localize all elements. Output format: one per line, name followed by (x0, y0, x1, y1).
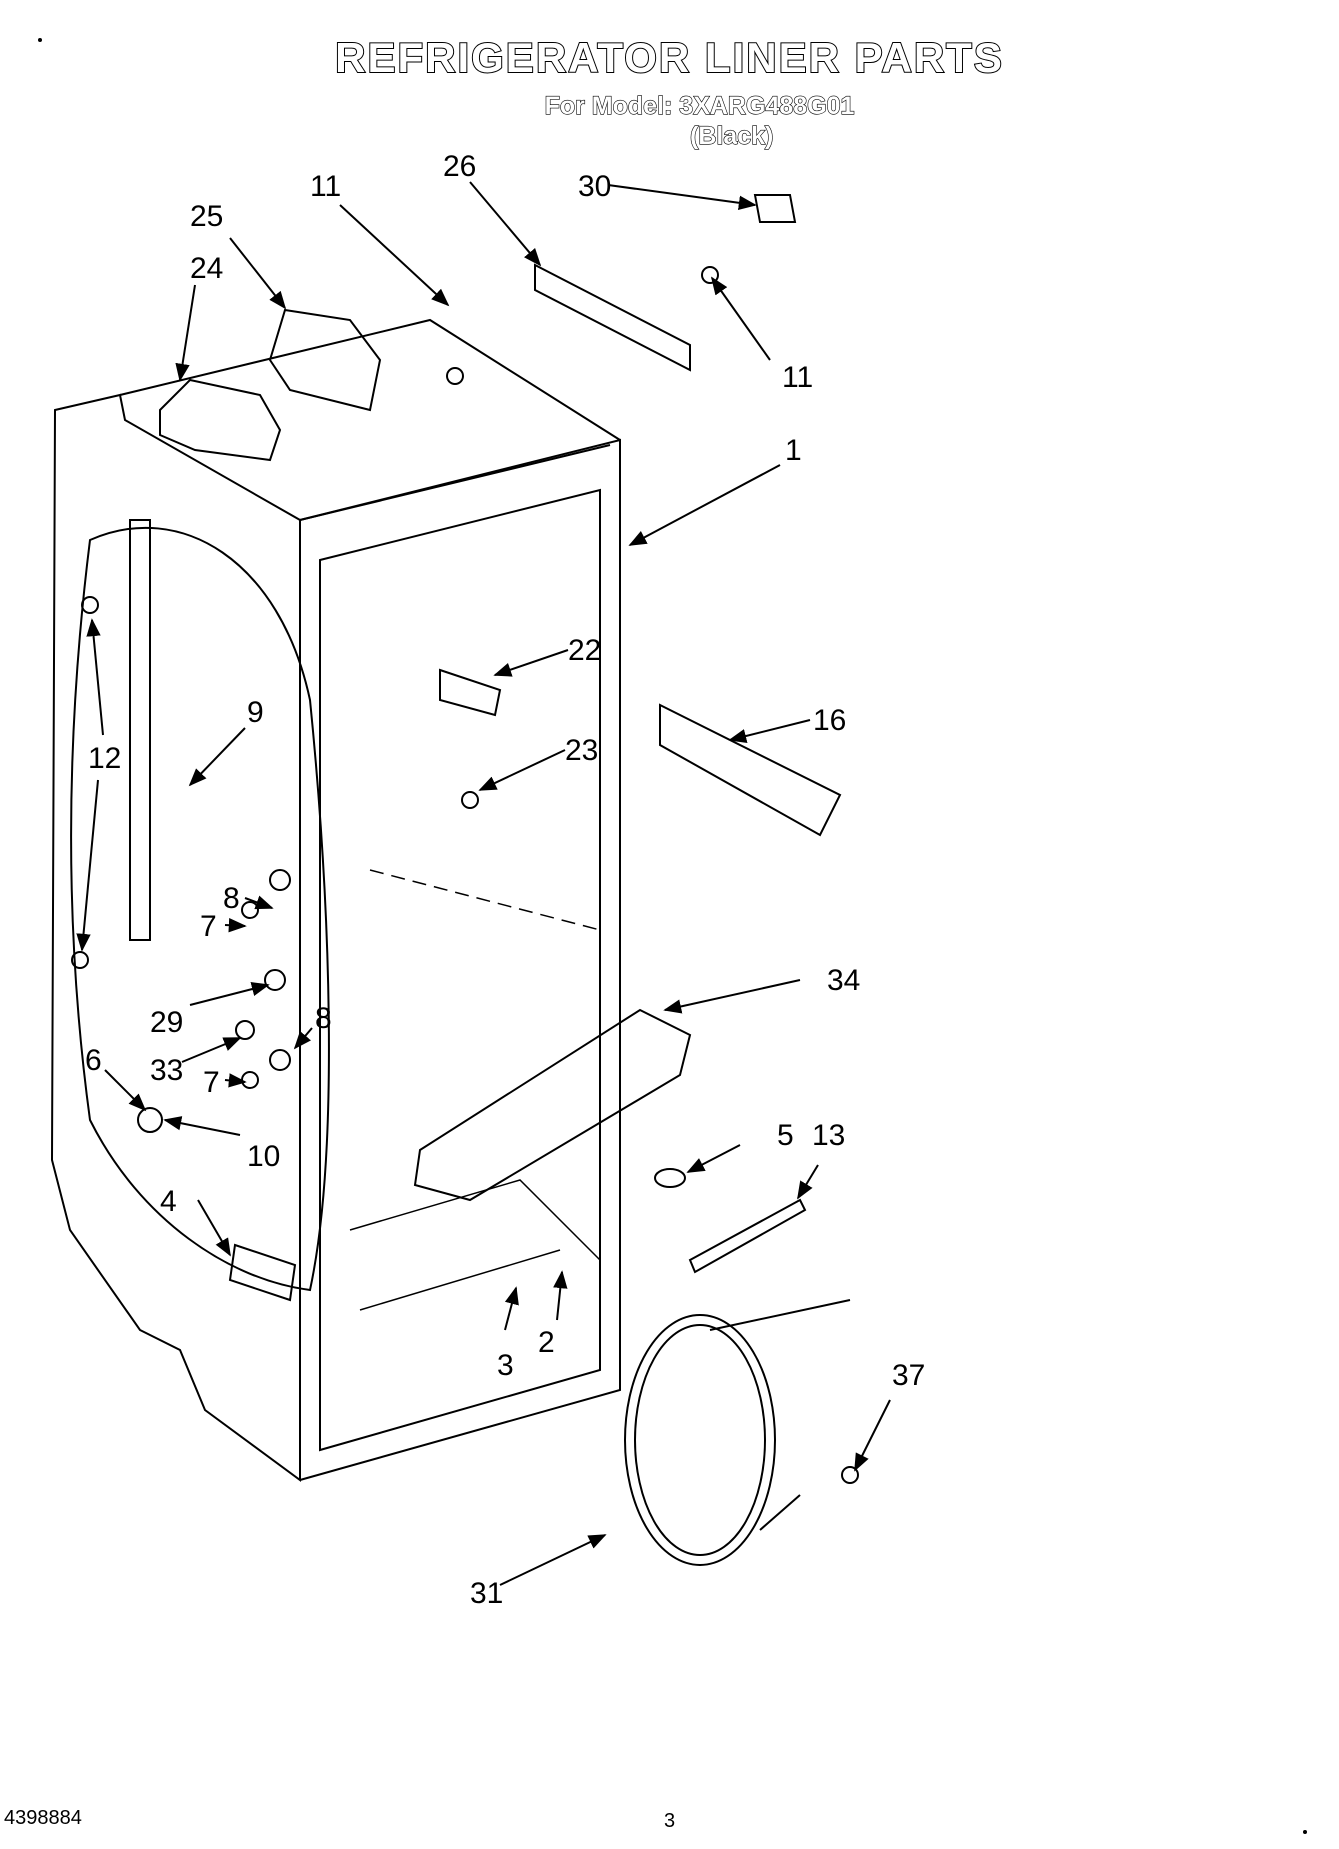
callout-label: 11 (310, 170, 341, 203)
part-4-vent (228, 1243, 297, 1302)
callout-label: 33 (150, 1054, 183, 1087)
part-24-module (159, 378, 282, 462)
callout-label: 8 (223, 882, 240, 915)
callout-label: 3 (497, 1349, 514, 1382)
callout-label: 7 (203, 1066, 220, 1099)
callout-label: 12 (88, 742, 121, 775)
document-number: 4398884 (4, 1807, 82, 1829)
part-16-bracket (659, 703, 842, 837)
callout-label: 23 (565, 734, 598, 767)
callout-label: 6 (85, 1044, 102, 1077)
part-25-bracket (268, 308, 382, 412)
callout-label: 24 (190, 252, 223, 285)
callout-label: 4 (160, 1185, 177, 1218)
part-34-cover (413, 1008, 692, 1202)
part-26-rail (534, 263, 691, 372)
callout-label: 13 (812, 1119, 845, 1152)
callout-label: 26 (443, 150, 476, 183)
scan-speck (1303, 1830, 1307, 1834)
callout-label: 16 (813, 704, 846, 737)
callout-label: 30 (578, 170, 611, 203)
callout-label: 11 (782, 361, 813, 394)
part-30-clip (753, 194, 797, 223)
small-hardware-screws (71, 266, 859, 1484)
model-number: For Model: 3XARG488G01 (544, 91, 855, 120)
callout-label: 8 (315, 1002, 332, 1035)
scan-speck (38, 38, 42, 42)
page-title: REFRIGERATOR LINER PARTS (334, 33, 1004, 82)
part-22-bracket (439, 668, 502, 717)
callout-label: 25 (190, 200, 223, 233)
callout-label: 7 (200, 910, 217, 943)
callout-label: 31 (470, 1577, 503, 1610)
callout-label: 5 (777, 1119, 794, 1152)
callout-labels: 11 26 30 25 24 11 1 22 16 23 9 12 8 7 29… (85, 150, 925, 1610)
refrigerator-liner-cabinet (50, 318, 621, 1482)
callout-label: 9 (247, 696, 264, 729)
callout-label: 2 (538, 1326, 555, 1359)
part-31-tubing (624, 1299, 851, 1566)
part-13-tie (688, 1198, 807, 1274)
callout-label: 22 (568, 634, 601, 667)
callout-label: 34 (827, 964, 860, 997)
callout-label: 1 (785, 434, 802, 467)
callout-label: 37 (892, 1359, 925, 1392)
model-color: (Black) (689, 121, 774, 150)
leader-lines (76, 181, 891, 1586)
part-5-grommet (654, 1168, 686, 1188)
callout-label: 29 (150, 1006, 183, 1039)
callout-label: 10 (247, 1140, 280, 1173)
page-number: 3 (664, 1810, 676, 1832)
